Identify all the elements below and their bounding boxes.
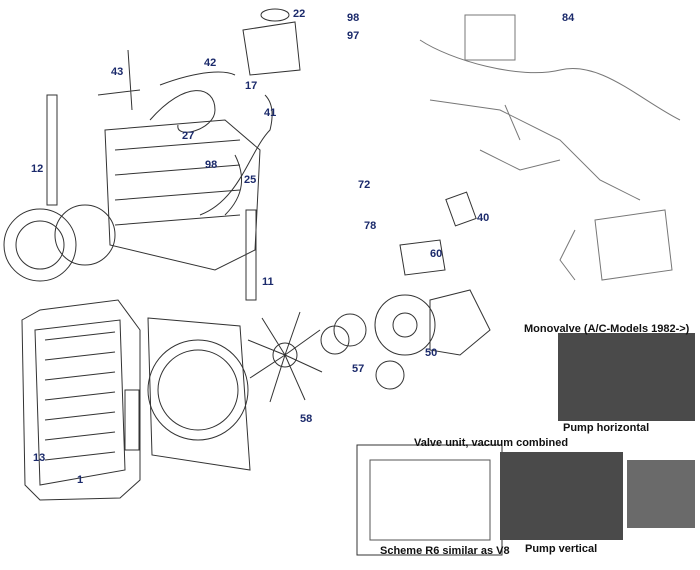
- part-number-label: 98: [347, 12, 360, 24]
- pump-vertical-caption: Pump vertical: [525, 543, 598, 555]
- hose-25-drawing: [224, 154, 243, 216]
- fan-shroud-drawing: [147, 317, 251, 471]
- valve-unit-caption: Valve unit, vacuum combined: [414, 437, 569, 449]
- monovalve-caption: Monovalve (A/C-Models 1982->): [524, 323, 690, 335]
- part-number-label: 17: [245, 80, 258, 92]
- radiator-drawing: [21, 299, 141, 501]
- part-number-label: 41: [264, 107, 277, 119]
- bracket-11-drawing: [245, 209, 257, 301]
- part-number-label: 27: [182, 130, 195, 142]
- fan-drawing: [247, 311, 323, 403]
- part-number-label: 58: [300, 413, 313, 425]
- part-number-label: 60: [430, 248, 443, 260]
- expansion-tank-drawing: [242, 8, 301, 76]
- part-number-label: 40: [477, 212, 490, 224]
- part-number-label: 43: [111, 66, 124, 78]
- vacuum-diagram-drawing: [419, 14, 681, 281]
- water-pump-drawing: [320, 191, 491, 390]
- part-number-label: 25: [244, 174, 257, 186]
- part-number-label: 50: [425, 347, 438, 359]
- hose-42-drawing: [159, 71, 236, 86]
- hose-41-drawing: [199, 94, 273, 216]
- part-number-label: 11: [262, 276, 274, 288]
- part-number-label: 78: [364, 220, 377, 232]
- valve-unit-photo: [627, 460, 695, 528]
- hose-43-drawing: [97, 49, 141, 111]
- part-number-label: 98: [205, 159, 218, 171]
- part-number-label: 13: [33, 452, 46, 464]
- part-number-label: 22: [293, 8, 306, 20]
- part-number-label: 42: [204, 57, 217, 69]
- monovalve-photo: [558, 333, 695, 421]
- part-number-label: 1: [77, 474, 84, 486]
- hose-27-drawing: [149, 90, 216, 133]
- scheme-inset-drawing: [356, 444, 503, 556]
- scheme-caption: Scheme R6 similar as V8: [380, 545, 510, 557]
- pump-horizontal-caption: Pump horizontal: [563, 422, 650, 434]
- part-number-label: 57: [352, 363, 365, 375]
- part-number-label: 97: [347, 30, 360, 42]
- pump-vertical-photo: [500, 452, 623, 540]
- part-number-label: 72: [358, 179, 371, 191]
- bracket-12-drawing: [46, 94, 58, 206]
- upper-radiator-drawing: [3, 119, 261, 282]
- part-number-label: 84: [562, 12, 575, 24]
- part-number-label: 12: [31, 163, 44, 175]
